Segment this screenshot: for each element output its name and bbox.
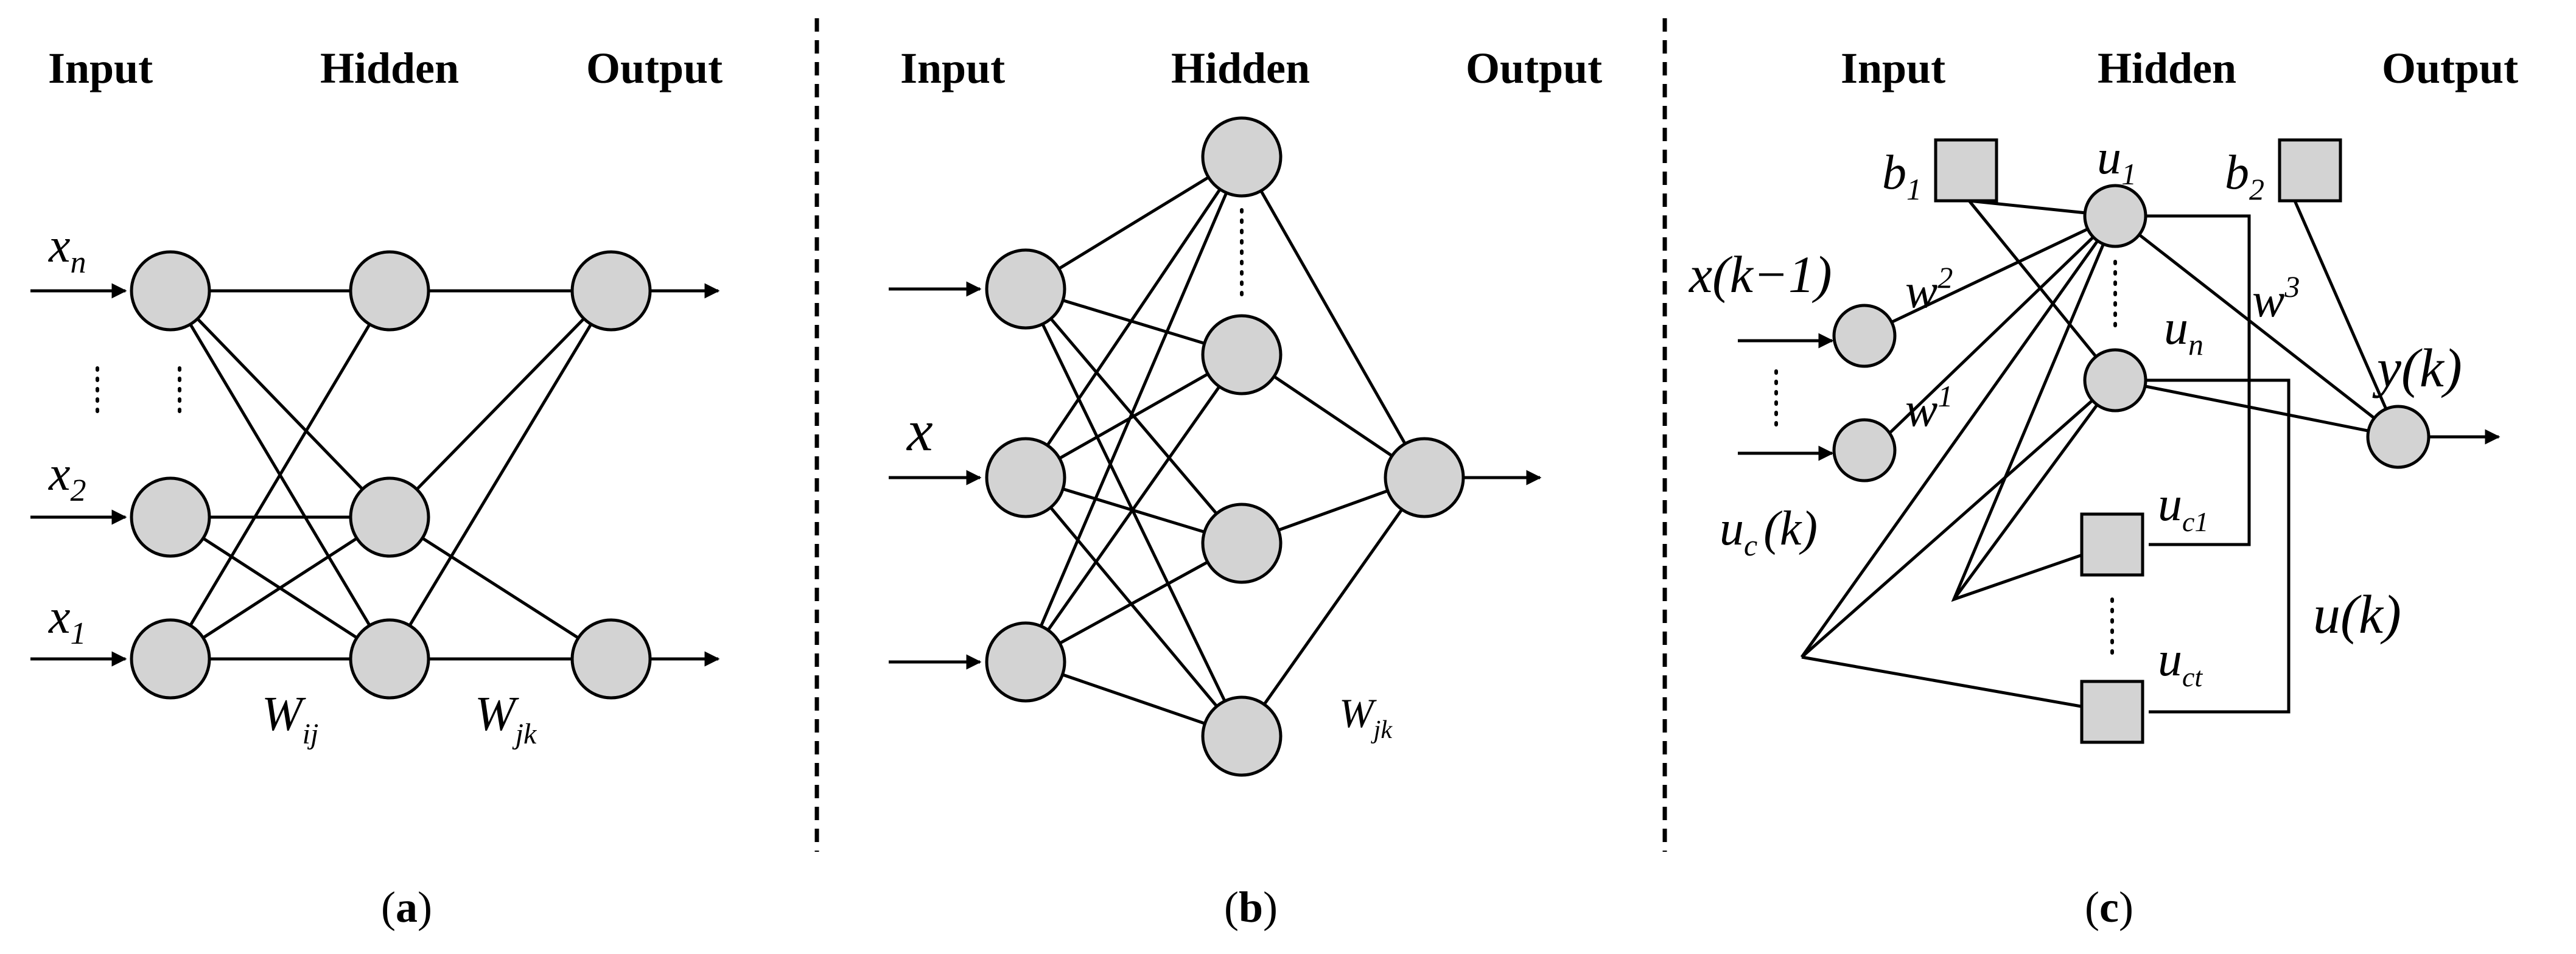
panel-b-hidden-node-4 xyxy=(1201,695,1283,777)
panel-a-label-xn: xn xyxy=(48,219,86,280)
panel-a-hidden-node-2 xyxy=(349,476,430,558)
panel-b-label-x: x xyxy=(906,398,933,463)
panel-c-input-node-2 xyxy=(1832,418,1897,482)
panel-a-input-node-1 xyxy=(130,618,211,700)
panel-a-label-x2: x2 xyxy=(48,447,86,508)
panel-b-header-output: Output xyxy=(1466,44,1602,92)
panel-a-header-output: Output xyxy=(586,44,723,92)
panel-a-caption: (a) xyxy=(381,883,432,931)
panel-c-label-w2: w2 xyxy=(1905,260,1953,318)
panel-c-label-uct: uct xyxy=(2158,633,2203,692)
panel-c-label-yk: y(k) xyxy=(2372,338,2462,399)
panel-c-label-b2: b2 xyxy=(2225,146,2264,206)
panel-c-hidden-node-un xyxy=(2083,348,2147,413)
panel-a-output-node-1 xyxy=(570,250,652,332)
panel-a-hidden-node-1 xyxy=(349,250,430,332)
panel-a-label-wij: Wij xyxy=(262,688,318,750)
panel-b-input-node-2 xyxy=(985,437,1066,518)
panel-b-hidden-node-1 xyxy=(1201,116,1283,198)
panel-c-label-un: un xyxy=(2164,301,2203,361)
panel-c-input-node-1 xyxy=(1832,304,1897,368)
panel-a-header-input: Input xyxy=(48,44,153,92)
panel-c-bias-b1 xyxy=(1934,138,1998,203)
panel-a: Input Hidden Output xyxy=(30,44,723,931)
panel-b-label-wjk: Wjk xyxy=(1339,690,1393,744)
panel-b-edges xyxy=(1024,155,1426,738)
panel-a-input-node-2 xyxy=(130,476,211,558)
panel-b-caption: (b) xyxy=(1224,883,1278,931)
panel-b-header-input: Input xyxy=(900,44,1005,92)
panel-a-hidden-node-3 xyxy=(349,618,430,700)
panel-c-header-output: Output xyxy=(2382,44,2518,92)
panel-a-output-node-2 xyxy=(570,618,652,700)
panel-b-hidden-node-3 xyxy=(1201,503,1283,584)
panel-c-edges xyxy=(1800,199,2400,714)
panel-c-header-input: Input xyxy=(1841,44,1945,92)
panel-a-input-node-n xyxy=(130,250,211,332)
panel-c-context-node-uct xyxy=(2080,680,2144,744)
panel-a-label-x1: x1 xyxy=(48,590,86,651)
panel-c-output-node xyxy=(2366,405,2431,469)
panel-b-input-node-3 xyxy=(985,621,1066,703)
panel-b-output-node xyxy=(1384,437,1465,518)
panel-b-header-hidden: Hidden xyxy=(1171,44,1310,92)
panel-c-label-u1: u1 xyxy=(2097,131,2137,191)
panel-c: Input Hidden Output xyxy=(1688,44,2518,931)
panel-c-label-x-prev: x(k−1) xyxy=(1688,245,1832,304)
panel-a-label-wjk: Wjk xyxy=(475,688,537,750)
panel-a-edges xyxy=(169,289,613,661)
panel-c-hidden-node-u1 xyxy=(2083,184,2147,248)
panel-c-label-uc1: uc1 xyxy=(2158,478,2208,537)
panel-a-header-hidden: Hidden xyxy=(320,44,459,92)
panel-c-context-node-uc1 xyxy=(2080,512,2144,577)
panel-b-hidden-node-2 xyxy=(1201,314,1283,395)
panel-c-label-b1: b1 xyxy=(1882,146,1922,206)
panel-c-label-uk: u(k) xyxy=(2313,585,2401,645)
panel-b: Input Hidden Output xyxy=(889,44,1602,931)
panel-c-caption: (c) xyxy=(2085,883,2133,931)
panel-c-header-hidden: Hidden xyxy=(2098,44,2236,92)
panel-c-label-uc: uc(k) xyxy=(1720,502,1818,562)
panel-b-input-node-1 xyxy=(985,248,1066,330)
panel-c-bias-b2 xyxy=(2278,138,2342,203)
panel-c-label-w3: w3 xyxy=(2252,270,2300,327)
panel-c-label-w1: w1 xyxy=(1905,379,1953,437)
